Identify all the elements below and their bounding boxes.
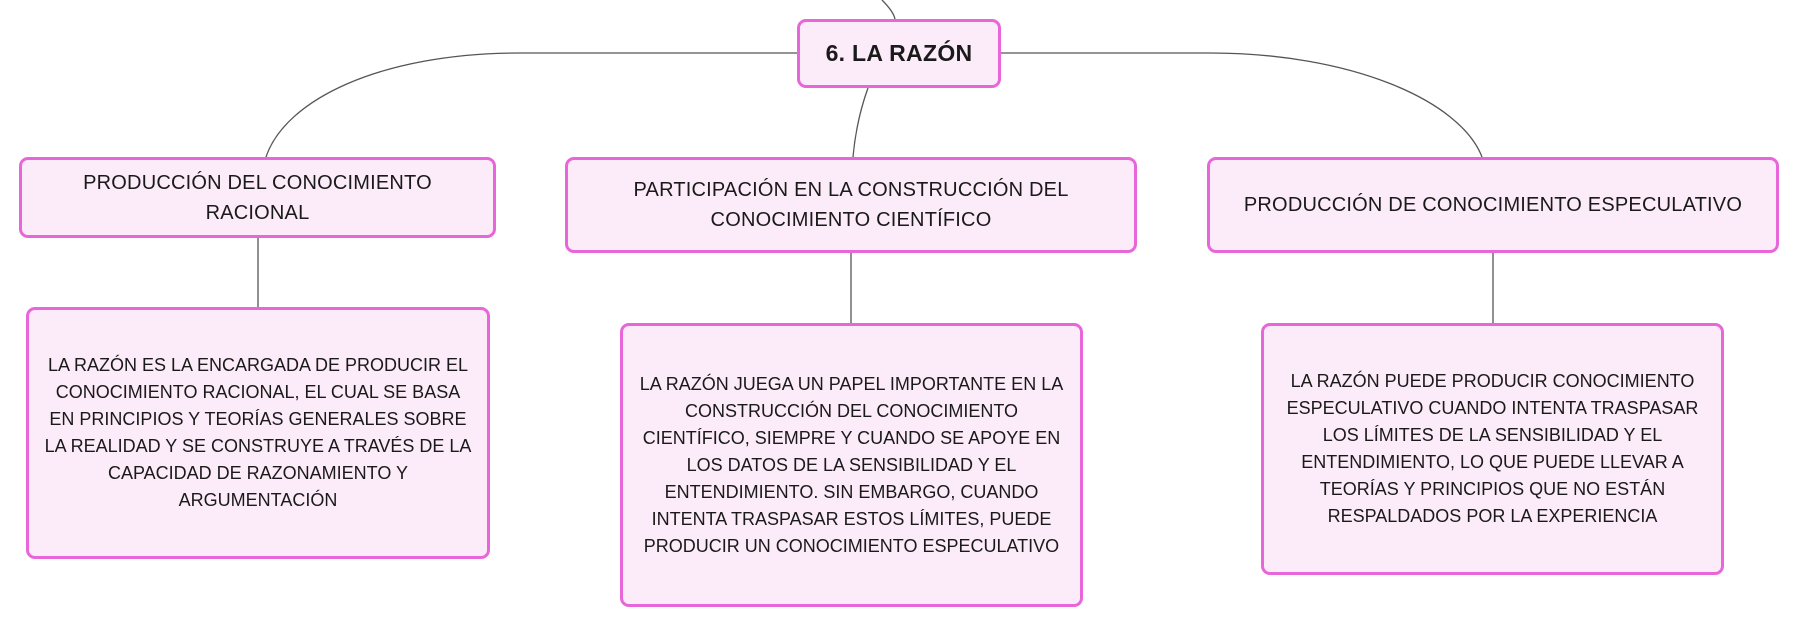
detail-node-text: LA RAZÓN ES LA ENCARGADA DE PRODUCIR EL … [44,355,472,510]
connector-root-to-branch-1 [265,52,797,158]
detail-node-conocimiento-especulativo[interactable]: LA RAZÓN PUEDE PRODUCIR CONOCIMIENTO ESP… [1261,323,1724,575]
detail-node-conocimiento-cientifico[interactable]: LA RAZÓN JUEGA UN PAPEL IMPORTANTE EN LA… [620,323,1083,607]
connector-root-to-branch-2 [852,87,869,158]
topic-node-conocimiento-cientifico[interactable]: PARTICIPACIÓN EN LA CONSTRUCCIÓN DEL CON… [565,157,1137,253]
detail-node-text: LA RAZÓN JUEGA UN PAPEL IMPORTANTE EN LA… [639,373,1064,556]
topic-node-label: PARTICIPACIÓN EN LA CONSTRUCCIÓN DEL CON… [633,179,1069,231]
topic-node-conocimiento-especulativo[interactable]: PRODUCCIÓN DE CONOCIMIENTO ESPECULATIVO [1207,157,1779,253]
detail-node-conocimiento-racional[interactable]: LA RAZÓN ES LA ENCARGADA DE PRODUCIR EL … [26,307,490,559]
root-node[interactable]: 6. LA RAZÓN [797,19,1001,88]
root-node-label: 6. LA RAZÓN [825,40,973,66]
topic-node-conocimiento-racional[interactable]: PRODUCCIÓN DEL CONOCIMIENTO RACIONAL [19,157,496,238]
connector-root-to-branch-3 [1001,52,1483,158]
topic-node-label: PRODUCCIÓN DE CONOCIMIENTO ESPECULATIVO [1243,194,1743,216]
topic-node-label: PRODUCCIÓN DEL CONOCIMIENTO RACIONAL [83,171,432,224]
detail-node-text: LA RAZÓN PUEDE PRODUCIR CONOCIMIENTO ESP… [1286,371,1699,526]
connector-incoming-root [881,0,896,20]
